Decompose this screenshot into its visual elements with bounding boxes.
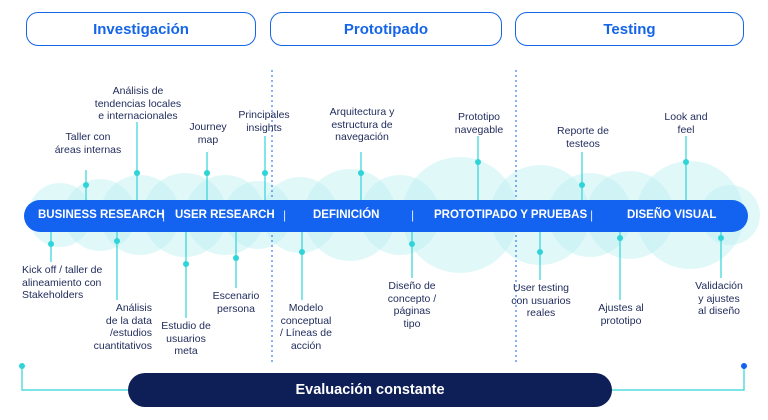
label-principales-insights: Principales insights xyxy=(238,109,290,134)
phase-testing: Testing xyxy=(515,12,744,46)
label-ajustes-prototipo: Ajustes al prototipo xyxy=(598,302,644,327)
bar-prototipado-pruebas: PROTOTIPADO Y PRUEBAS xyxy=(434,209,588,221)
label-arquitectura: Arquitectura y estructura de navegación xyxy=(329,106,395,143)
label-analisis-tendencias: Análisis de tendencias locales e interna… xyxy=(94,85,182,122)
bar-definicion: DEFINICIÓN xyxy=(313,209,380,221)
label-modelo-conceptual: Modelo conceptual / Líneas de acción xyxy=(280,302,332,352)
phase-investigacion: Investigación xyxy=(26,12,256,46)
phase-prototipado: Prototipado xyxy=(270,12,502,46)
label-validacion: Validación y ajustes al diseño xyxy=(695,280,743,317)
label-prototipo-navegable: Prototipo navegable xyxy=(454,111,504,136)
connector-dots xyxy=(48,159,724,267)
bar-separator: | xyxy=(162,208,166,222)
label-reporte-testeos: Reporte de testeos xyxy=(557,125,609,150)
label-diseno-concepto: Diseño de concepto / páginas tipo xyxy=(387,280,437,330)
evaluacion-constante-bar: Evaluación constante xyxy=(128,373,612,407)
bar-separator: | xyxy=(411,208,415,222)
process-bar xyxy=(24,200,748,232)
bar-user-research: USER RESEARCH xyxy=(175,209,275,221)
label-user-testing: User testing con usuarios reales xyxy=(511,282,571,319)
label-journey-map: Journey map xyxy=(189,121,227,146)
label-estudio-usuarios: Estudio de usuarios meta xyxy=(161,320,211,357)
label-escenario-persona: Escenario persona xyxy=(212,290,260,315)
label-taller: Taller con áreas internas xyxy=(54,131,122,156)
label-look-feel: Look and feel xyxy=(664,111,708,136)
bar-separator: | xyxy=(590,208,594,222)
bar-diseno-visual: DISEÑO VISUAL xyxy=(627,209,717,221)
label-kick-off: Kick off / taller de alineamiento con St… xyxy=(22,264,103,301)
evaluation-bracket xyxy=(21,366,745,391)
bar-separator: | xyxy=(283,208,287,222)
bar-business-research: BUSINESS RESEARCH xyxy=(38,209,165,221)
label-analisis-data: Análisis de la data /estudios cuantitati… xyxy=(93,302,152,352)
